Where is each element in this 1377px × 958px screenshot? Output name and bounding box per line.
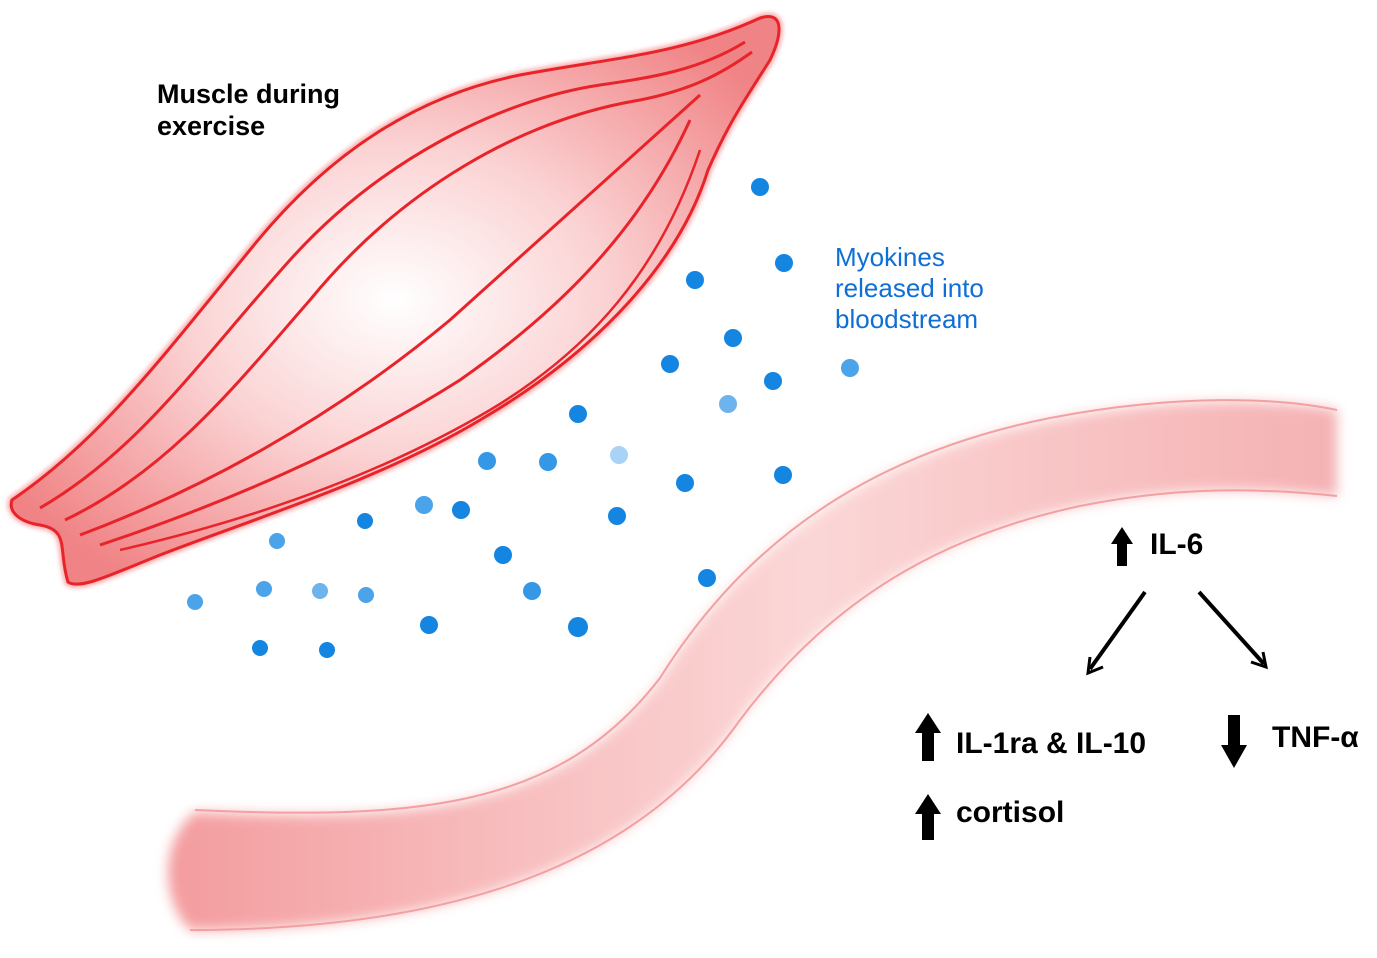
il6-label: IL-6 [1150,528,1204,561]
muscle-label-line1: Muscle during [157,79,341,109]
myokine-dot [719,395,737,413]
blood-vessel-wall-bottom [189,489,1338,931]
myokine-label-line1: Myokines [835,242,945,272]
muscle-body [9,15,781,586]
blood-vessel [168,399,1338,931]
branch-arrow-left [1086,590,1147,676]
muscle-fiber [99,119,692,547]
myokine-dot [478,452,496,470]
muscle-label: Muscle during exercise [157,78,340,143]
myokine-label: Myokines released into bloodstream [835,242,984,336]
myokine-dot [610,446,628,464]
blood-vessel-body [168,401,1338,930]
myokine-dot [539,453,557,471]
il6-up-arrow-icon [1111,527,1133,566]
myokine-dot [724,329,742,347]
cortisol-up-arrow-icon [915,794,941,840]
myokine-dot [774,466,792,484]
myokine-dot [256,581,272,597]
myokine-dot [841,359,859,377]
myokine-dot [764,372,782,390]
cortisol-label: cortisol [956,796,1065,829]
myokine-dot [252,640,268,656]
myokine-dot [420,616,438,634]
il1ra-il10-label: IL-1ra & IL-10 [956,727,1147,760]
myokine-dot [686,271,704,289]
myokine-dot [698,569,716,587]
myokine-label-line3: bloodstream [835,304,979,335]
myokine-dot [676,474,694,492]
myokine-dot [415,496,433,514]
muscle-fiber [79,93,702,537]
myokine-dot [608,507,626,525]
myokine-dot [568,617,588,637]
myokine-dot [187,594,203,610]
myokine-dot [661,355,679,373]
muscle-fiber [119,149,702,552]
myokine-label-line2: released into [835,273,984,304]
muscle-illustration [7,12,783,589]
myokine-dot [569,405,587,423]
tnf-down-arrow-icon [1221,715,1247,768]
myokine-dot [751,178,769,196]
myokine-dot [494,546,512,564]
myokine-dot [452,501,470,519]
myokine-dot [358,587,374,603]
myokine-dot [357,513,373,529]
branch-arrow-right [1197,590,1268,670]
myokine-dot [523,582,541,600]
blood-vessel-wall-top [194,399,1338,814]
tnf-alpha-label: TNF-α [1272,721,1359,754]
muscle-fiber [39,40,746,510]
myokine-particles [187,178,859,658]
muscle-fiber [64,50,753,522]
myokine-dot [312,583,328,599]
myokine-dot [775,254,793,272]
myokine-dot [319,642,335,658]
il1ra-up-arrow-icon [915,713,941,761]
myokine-dot [269,533,285,549]
muscle-label-line2: exercise [157,111,266,142]
